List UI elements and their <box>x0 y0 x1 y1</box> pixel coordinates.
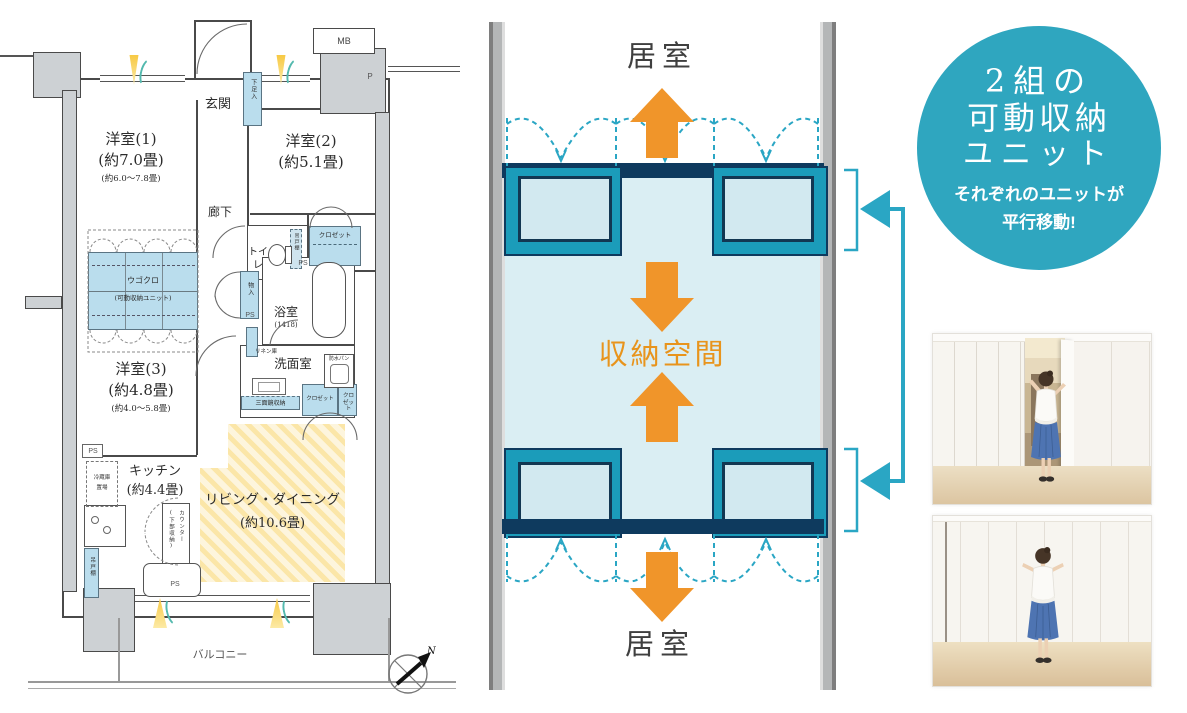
ps-label: PS <box>170 581 180 588</box>
left-arrow-bottom-icon <box>860 462 890 500</box>
closet-living-1-label: クロゼット <box>306 396 334 402</box>
badge-title-2: 可動収納 <box>966 99 1111 137</box>
ps-box <box>82 444 103 458</box>
arrow-down-to-room-icon <box>630 552 694 622</box>
storage-space-label: 収納空間 <box>598 337 727 371</box>
window-light-icon <box>129 55 139 85</box>
diagram-bottom-arc-arrowheads <box>555 536 772 551</box>
closet-living-2-box: クロゼット <box>338 384 357 416</box>
bathroom-label: 浴室 (1418) <box>273 305 298 329</box>
toilet-label: トイレ <box>248 247 268 271</box>
closet-doors <box>933 342 1025 466</box>
diagram-left-wall <box>489 22 505 690</box>
compass-n-label: N <box>426 646 436 657</box>
feature-badge: 2組の 可動収納 ユニット それぞれのユニットが 平行移動! <box>917 26 1161 270</box>
movable-unit-label-2: (可動収納ユニット) <box>114 294 172 302</box>
room1-label: 洋室(1) (約7.0畳) (約6.0〜7.8畳) <box>98 130 164 184</box>
waterproof-pan: 防水パン <box>324 354 354 388</box>
diagram-top-arcs <box>506 117 819 166</box>
entrance-label: 玄関 <box>204 97 231 112</box>
room2-label: 洋室(2) (約5.1畳) <box>278 132 344 171</box>
linen-cabinet-box <box>246 327 258 357</box>
closet-living-2-label: クロゼット <box>342 393 354 413</box>
badge-subtitle-1: それぞれのユニットが <box>954 184 1124 204</box>
washroom-label: 洗面室 <box>274 356 312 371</box>
closet-room2-box: クロゼット <box>309 226 361 266</box>
bottom-unit-rail <box>502 519 824 534</box>
window-light-icon <box>276 55 286 85</box>
kitchen-label: キッチン (約4.4畳) <box>126 464 184 498</box>
compass: N <box>384 644 436 700</box>
room-bottom-label: 居室 <box>624 627 695 661</box>
floorplan: MB P 下足入 クロゼット 吊戸棚 ウゴクロ (可動収納ユニット) 物入 リネ… <box>0 0 470 713</box>
photo-unit-pushing <box>932 515 1152 687</box>
living-dining-area <box>200 468 345 582</box>
vanity-counter <box>252 378 286 395</box>
counter-label-1: カウンター <box>178 510 184 543</box>
movable-storage-unit-box: ウゴクロ (可動収納ユニット) <box>88 252 198 330</box>
badge-subtitle-2: 平行移動! <box>1002 212 1076 232</box>
fridge-label-2: 置場 <box>96 485 108 491</box>
wall-edge-gap <box>945 522 947 642</box>
storage-compartment-label: 物入 <box>246 282 254 296</box>
counter-label-2: (下部収納) <box>168 510 174 550</box>
hallway-label: 廊下 <box>207 205 232 219</box>
movable-unit-label-1: ウゴクロ <box>127 276 159 285</box>
pipe-label: P <box>367 72 373 81</box>
diagram-top-arc-arrowheads <box>555 149 772 164</box>
right-wall <box>1074 342 1151 466</box>
ps-label: PS <box>298 260 308 267</box>
wood-floor <box>933 642 1151 686</box>
storage-compartment-box: 物入 <box>240 271 259 319</box>
closet-label: クロゼット <box>318 231 352 239</box>
toilet-tank <box>285 246 292 264</box>
toilet-bowl <box>268 244 286 266</box>
fridge-label-1: 冷蔵庫 <box>93 475 111 481</box>
shoe-cabinet-box: 下足入 <box>243 72 262 126</box>
kitchen-counter: カウンター (下部収納) <box>162 503 190 569</box>
hanging-cupboard-label: 吊戸棚 <box>293 233 300 251</box>
linen-cabinet-label: リネン庫 <box>254 349 277 355</box>
mirror-cabinet-box: 三面鏡収納 <box>241 396 300 410</box>
hanging-cupboard-kitchen-label: 吊戸棚 <box>89 557 96 577</box>
closet-living-1-box: クロゼット <box>302 384 338 416</box>
ps-label: PS <box>88 448 98 455</box>
kitchen-island <box>143 563 201 597</box>
diagram-right-wall <box>820 22 836 690</box>
fridge-space: 冷蔵庫 置場 <box>86 461 118 507</box>
diagram-bottom-arcs <box>506 534 819 583</box>
badge-title-1: 2組の <box>984 62 1094 101</box>
badge-title-3: ユニット <box>963 136 1115 172</box>
balcony-label: バルコニー <box>192 648 248 661</box>
top-unit-right-box <box>712 166 828 256</box>
arrow-up-to-room-icon <box>630 88 694 158</box>
person-figure <box>1022 547 1064 663</box>
unit-pointer-group <box>844 168 905 533</box>
top-unit-left-box <box>504 166 622 256</box>
hanging-cupboard-kitchen-box: 吊戸棚 <box>84 548 99 598</box>
shoe-cabinet-label: 下足入 <box>249 79 257 100</box>
room-top-label: 居室 <box>626 39 697 73</box>
photo-unit-opened <box>932 333 1152 505</box>
living-dining-label: リビング・ダイニング (約10.6畳) <box>205 492 340 531</box>
person-figure <box>1029 370 1066 482</box>
ps-label: PS <box>245 312 255 319</box>
meter-box: MB <box>313 28 375 54</box>
kitchen-sink <box>84 505 126 547</box>
bathtub <box>312 262 346 338</box>
left-arrow-top-icon <box>860 190 890 228</box>
mirror-cabinet-label: 三面鏡収納 <box>255 400 286 407</box>
meter-box-label: MB <box>337 36 351 46</box>
room3-label: 洋室(3) (約4.8畳) (約4.0〜5.8畳) <box>108 360 174 414</box>
waterproof-pan-label: 防水パン <box>328 356 350 362</box>
